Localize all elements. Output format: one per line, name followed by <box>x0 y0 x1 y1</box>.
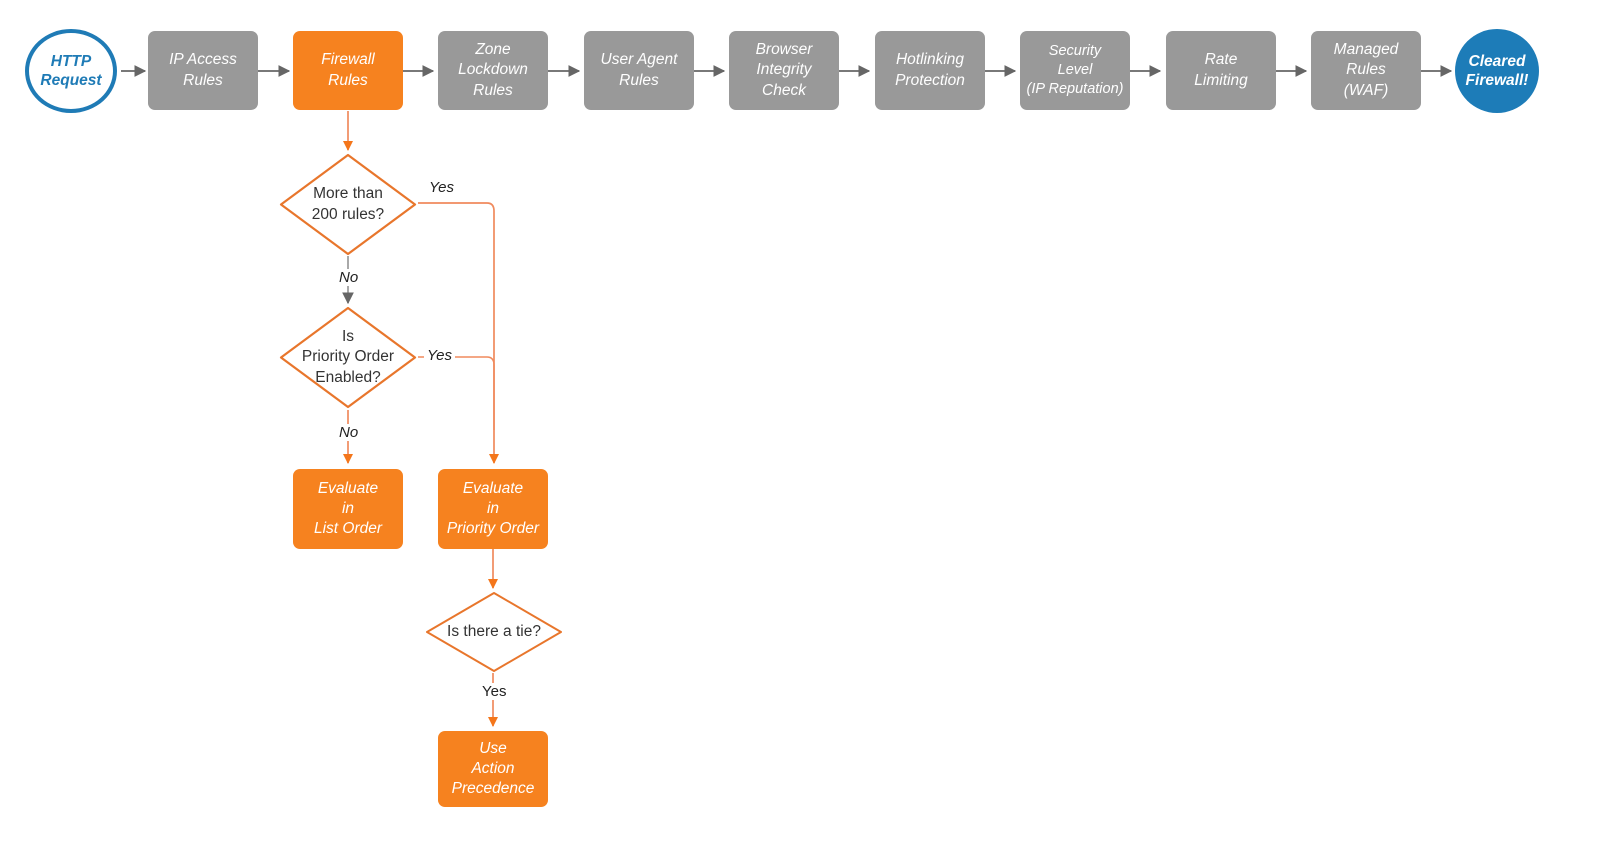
node-ip-access-rules-label: IP Access Rules <box>169 51 237 89</box>
edge-label-tie-yes: Yes <box>479 683 510 700</box>
edge-label-more-than-200-yes: Yes <box>426 179 458 196</box>
node-http-request[interactable]: HTTP Request <box>25 29 117 113</box>
node-ip-access-rules[interactable]: IP Access Rules <box>148 31 258 110</box>
node-security-level-label: Security Level (IP Reputation) <box>1026 43 1124 97</box>
edge-label-priority-order-yes: Yes <box>424 347 456 364</box>
node-browser-integrity-check[interactable]: Browser Integrity Check <box>729 31 839 110</box>
edge-more-than-200-yes <box>418 202 500 465</box>
node-evaluate-in-list-order[interactable]: Evaluate in List Order <box>293 469 403 549</box>
edge-label-priority-order-no: No <box>336 424 362 441</box>
edge-priority-order-yes <box>418 356 495 430</box>
node-security-level[interactable]: Security Level (IP Reputation) <box>1020 31 1130 110</box>
node-browser-integrity-check-label: Browser Integrity Check <box>755 41 813 99</box>
node-evaluate-in-list-order-label: Evaluate in List Order <box>313 479 383 538</box>
node-use-action-precedence-label: Use Action Precedence <box>451 739 535 798</box>
diamond-shape <box>279 153 417 256</box>
node-more-than-200-rules[interactable]: More than 200 rules? <box>279 153 417 256</box>
node-hotlinking-protection[interactable]: Hotlinking Protection <box>875 31 985 110</box>
node-cleared-firewall-label: Cleared Firewall! <box>1465 52 1529 89</box>
node-is-there-a-tie-label: Is there a tie? <box>447 622 541 640</box>
node-zone-lockdown-rules-label: Zone Lockdown Rules <box>458 41 528 99</box>
node-rate-limiting-label: Rate Limiting <box>1194 51 1248 89</box>
node-firewall-rules-label: Firewall Rules <box>321 51 375 89</box>
diamond-shape <box>279 306 417 409</box>
node-is-priority-order-enabled-label: Is Priority Order Enabled? <box>301 328 395 386</box>
node-firewall-rules[interactable]: Firewall Rules <box>293 31 403 110</box>
edge-label-more-than-200-no: No <box>336 269 362 286</box>
node-managed-rules-waf[interactable]: Managed Rules (WAF) <box>1311 31 1421 110</box>
node-user-agent-rules[interactable]: User Agent Rules <box>584 31 694 110</box>
node-more-than-200-rules-label: More than 200 rules? <box>311 185 385 223</box>
node-hotlinking-protection-label: Hotlinking Protection <box>895 51 965 89</box>
node-rate-limiting[interactable]: Rate Limiting <box>1166 31 1276 110</box>
node-cleared-firewall[interactable]: Cleared Firewall! <box>1455 29 1539 113</box>
node-user-agent-rules-label: User Agent Rules <box>600 51 678 89</box>
node-http-request-label: HTTP Request <box>40 52 102 89</box>
node-managed-rules-waf-label: Managed Rules (WAF) <box>1333 41 1399 99</box>
diamond-shape <box>426 592 562 672</box>
node-zone-lockdown-rules[interactable]: Zone Lockdown Rules <box>438 31 548 110</box>
node-evaluate-in-priority-order-label: Evaluate in Priority Order <box>446 479 540 538</box>
node-is-there-a-tie[interactable]: Is there a tie? <box>425 591 563 673</box>
node-evaluate-in-priority-order[interactable]: Evaluate in Priority Order <box>438 469 548 549</box>
node-is-priority-order-enabled[interactable]: Is Priority Order Enabled? <box>279 306 417 409</box>
node-use-action-precedence[interactable]: Use Action Precedence <box>438 731 548 807</box>
